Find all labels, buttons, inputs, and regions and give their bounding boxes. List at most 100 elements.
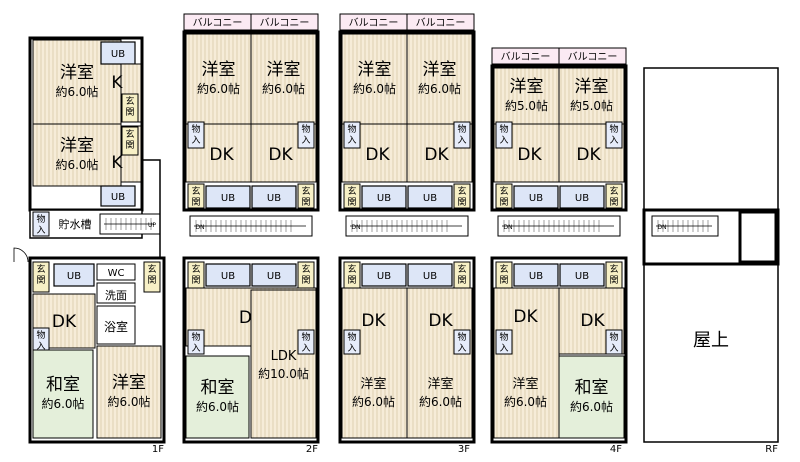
- storage: [453, 329, 471, 355]
- ub-label: UB: [423, 271, 437, 282]
- outer-wall: [490, 64, 628, 212]
- entrance: [297, 183, 315, 209]
- storage-label: 物: [191, 331, 200, 343]
- balcony: [558, 47, 627, 65]
- storage-label: 入: [347, 135, 356, 146]
- storage-label: 物: [609, 123, 618, 135]
- wc-label: WC: [108, 268, 125, 279]
- balcony-label: バルコニー: [568, 51, 618, 63]
- unit-bath: [205, 185, 251, 209]
- room-name: 和室: [575, 378, 609, 398]
- entrance-label: 関: [347, 197, 356, 208]
- room-size: 約6.0帖: [570, 399, 613, 414]
- balcony-label: バルコニー: [349, 17, 399, 29]
- unit-bath: [53, 263, 95, 287]
- storage-label: 物: [457, 123, 466, 135]
- balcony-label: バルコニー: [501, 51, 551, 63]
- storage: [187, 121, 205, 149]
- entrance-label: 関: [457, 275, 466, 286]
- entrance-label: 関: [147, 275, 156, 286]
- room-name: 洋室: [358, 60, 392, 80]
- room-washitsu: [185, 355, 250, 439]
- storage-label: 入: [457, 135, 466, 146]
- dk-label: DK: [513, 307, 538, 327]
- entrance-label: 関: [609, 197, 618, 208]
- stair-label: DN: [195, 224, 204, 231]
- storage: [495, 121, 513, 149]
- room-yoshitsu: [250, 33, 317, 125]
- outer-wall: [338, 30, 476, 212]
- entrance-label: 玄: [499, 185, 508, 197]
- room-size: 約6.0帖: [197, 81, 240, 96]
- storage-label: 入: [36, 225, 45, 236]
- balcony-label: バルコニー: [416, 17, 466, 29]
- storage-label: 入: [347, 343, 356, 354]
- outer-wall-1f-lower: [28, 256, 166, 444]
- ub-label: UB: [377, 193, 391, 204]
- unit-bath: [100, 41, 136, 65]
- dk-label: DK: [428, 311, 453, 331]
- room-size: 約6.0帖: [196, 399, 239, 414]
- entrance-label: 関: [499, 275, 508, 286]
- storage: [297, 329, 315, 355]
- outer-wall: [490, 256, 628, 444]
- balcony-label: バルコニー: [260, 17, 310, 29]
- ub-label: UB: [575, 193, 589, 204]
- room: [493, 287, 560, 439]
- storage-label: 物: [36, 329, 45, 341]
- unit-bath: [251, 185, 297, 209]
- entrance-label: 玄: [457, 185, 466, 197]
- room-name: 洋室: [60, 63, 94, 83]
- entrance: [453, 183, 471, 209]
- stair-label: UP: [148, 222, 156, 229]
- ub-label: UB: [221, 271, 235, 282]
- storage-label: 物: [499, 123, 508, 135]
- ub-label: UB: [575, 271, 589, 282]
- entrance-label: 関: [125, 140, 134, 151]
- storage: [343, 121, 361, 149]
- entrance-label: 関: [457, 197, 466, 208]
- unit-bath: [559, 263, 605, 287]
- stair-label: DN: [657, 224, 666, 231]
- room-yoshitsu: [341, 33, 408, 125]
- ub-label: UB: [221, 193, 235, 204]
- storage: [32, 211, 50, 237]
- room-size: 約6.0帖: [262, 81, 305, 96]
- balcony: [250, 13, 319, 31]
- entrance: [343, 183, 361, 209]
- floor-label: 1F: [152, 444, 164, 455]
- ub-label: UB: [377, 271, 391, 282]
- outer-wall: [338, 256, 476, 444]
- unit-bath: [361, 263, 407, 287]
- room-size: 約10.0帖: [258, 366, 309, 381]
- storage-label: 入: [301, 343, 310, 354]
- unit-bath: [251, 263, 297, 287]
- unit-bath: [100, 185, 136, 207]
- storage-label: 物: [499, 331, 508, 343]
- dk-label: DK: [580, 311, 605, 331]
- outer-wall: [182, 30, 320, 212]
- entrance: [143, 261, 161, 293]
- room-name: LDK: [271, 349, 297, 364]
- room-washitsu: [558, 355, 625, 439]
- storage-label: 物: [301, 331, 310, 343]
- room-size: 約6.0帖: [419, 394, 462, 409]
- room-size: 約5.0帖: [505, 98, 548, 113]
- room-name: 洋室: [512, 376, 538, 392]
- room-name: DK: [52, 312, 77, 332]
- bathroom-label: 浴室: [104, 319, 128, 334]
- storage-label: 入: [609, 135, 618, 146]
- room-yoshitsu: [96, 345, 162, 439]
- room-washitsu: [32, 349, 94, 439]
- wc: [96, 263, 136, 281]
- dk-label: DK: [517, 145, 542, 165]
- storage-label: 物: [36, 213, 45, 225]
- balcony-label: バルコニー: [193, 17, 243, 29]
- unit-bath: [205, 263, 251, 287]
- storage: [495, 329, 513, 355]
- entrance: [121, 126, 139, 156]
- storage-label: 入: [301, 135, 310, 146]
- stair-label: DN: [503, 224, 512, 231]
- kitchen-label: K: [111, 153, 123, 173]
- unit-bath: [559, 185, 605, 209]
